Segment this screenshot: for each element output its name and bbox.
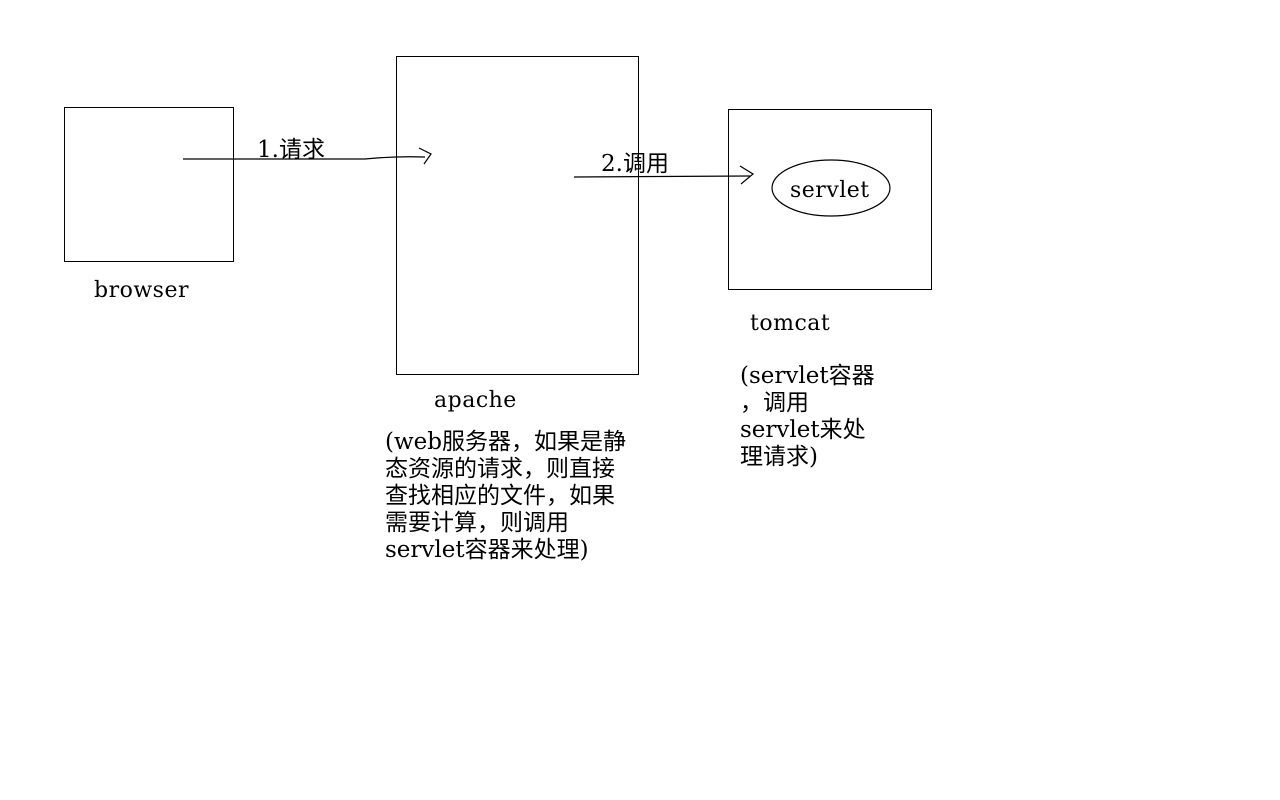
- servlet-ellipse: [771, 159, 891, 217]
- servlet-label: servlet: [790, 178, 870, 203]
- request-arrow-head: [418, 147, 432, 165]
- invoke-arrow-head: [739, 165, 755, 185]
- apache-label: apache: [434, 388, 517, 413]
- tomcat-label: tomcat: [750, 311, 831, 336]
- request-arrow-label: 1.请求: [257, 137, 325, 163]
- invoke-arrow-label: 2.调用: [601, 151, 669, 177]
- tomcat-description: (servlet容器 ，调用 servlet来处 理请求): [740, 363, 875, 470]
- tomcat-box: [728, 109, 932, 290]
- apache-description: (web服务器，如果是静 态资源的请求，则直接 查找相应的文件，如果 需要计算，…: [385, 429, 626, 563]
- request-arrow-line: [183, 156, 426, 160]
- browser-label: browser: [94, 278, 190, 303]
- browser-box: [64, 107, 234, 262]
- apache-box: [396, 56, 639, 375]
- invoke-arrow-line: [573, 175, 751, 178]
